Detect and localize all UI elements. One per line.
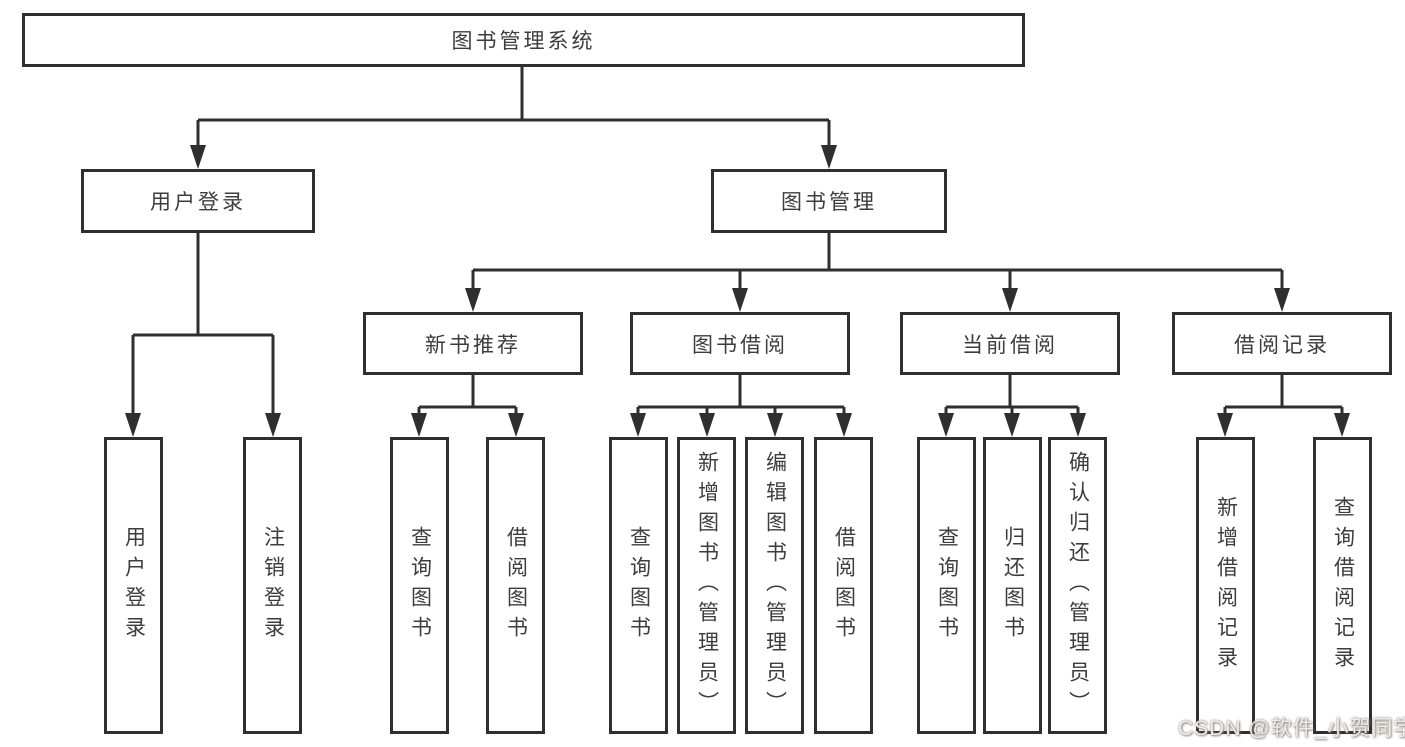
leaf-logout: 注销登录 — [243, 437, 302, 734]
leaf-label: 查询图书 — [408, 525, 432, 646]
leaf-borrow-books-recommend: 借阅图书 — [486, 437, 545, 734]
leaf-label: 编辑图书（管理员） — [763, 450, 787, 721]
leaf-label: 新增借阅记录 — [1214, 495, 1238, 676]
node-book-management: 图书管理 — [711, 169, 947, 233]
leaf-label: 查询借阅记录 — [1331, 495, 1355, 676]
leaf-label: 借阅图书 — [504, 525, 528, 646]
leaf-label: 新增图书（管理员） — [695, 450, 719, 721]
node-user-login: 用户登录 — [81, 169, 315, 233]
leaf-add-borrow-record: 新增借阅记录 — [1196, 437, 1255, 734]
leaf-add-book-admin: 新增图书（管理员） — [677, 437, 736, 734]
leaf-query-books-current: 查询图书 — [917, 437, 976, 734]
leaf-confirm-return-admin: 确认归还（管理员） — [1048, 437, 1107, 734]
node-book-borrow: 图书借阅 — [630, 312, 850, 375]
csdn-watermark: CSDN @软件_小贺同学 — [1178, 717, 1405, 740]
node-new-book-recommend: 新书推荐 — [363, 312, 583, 375]
leaf-query-books-recommend: 查询图书 — [390, 437, 449, 734]
leaf-edit-book-admin: 编辑图书（管理员） — [745, 437, 804, 734]
leaf-query-books-borrow: 查询图书 — [609, 437, 668, 734]
leaf-return-books: 归还图书 — [983, 437, 1042, 734]
leaf-label: 注销登录 — [261, 525, 285, 646]
leaf-label: 用户登录 — [122, 525, 146, 646]
leaf-label: 借阅图书 — [832, 525, 856, 646]
node-library-system: 图书管理系统 — [22, 13, 1025, 67]
leaf-label: 查询图书 — [627, 525, 651, 646]
node-current-borrow: 当前借阅 — [900, 312, 1120, 375]
node-borrow-records: 借阅记录 — [1172, 312, 1392, 375]
leaf-label: 确认归还（管理员） — [1066, 450, 1090, 721]
leaf-label: 查询图书 — [935, 525, 959, 646]
leaf-borrow-books: 借阅图书 — [814, 437, 873, 734]
leaf-user-login: 用户登录 — [104, 437, 163, 734]
leaf-query-borrow-record: 查询借阅记录 — [1313, 437, 1372, 734]
leaf-label: 归还图书 — [1001, 525, 1025, 646]
